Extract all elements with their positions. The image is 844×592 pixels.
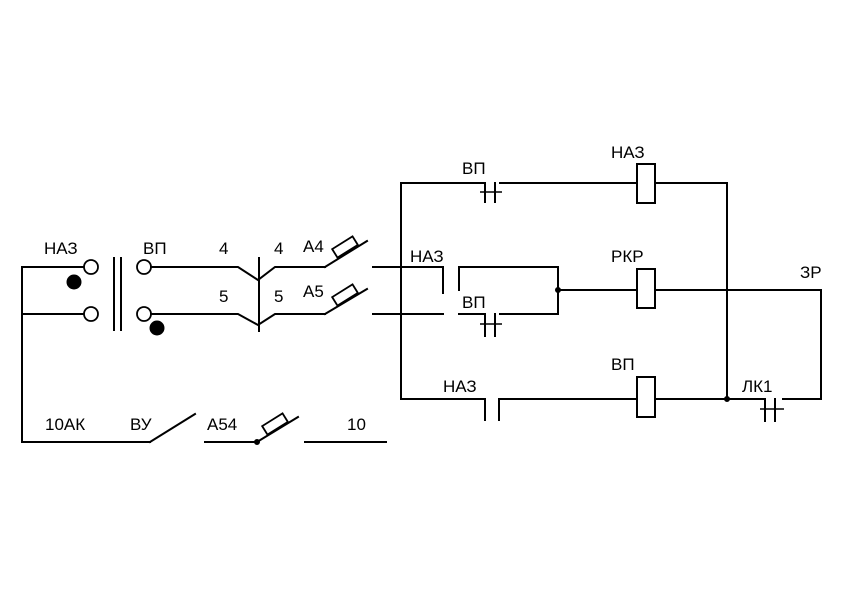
vp-indicator-dot-icon [149, 320, 165, 336]
zr-wire [654, 289, 822, 400]
wire-4 [150, 266, 326, 282]
label-zr: ЗР [800, 263, 822, 282]
label-rkr-coil: РКР [611, 247, 644, 266]
label-vp-mid-contact: ВП [462, 293, 486, 312]
label-a4: А4 [303, 237, 324, 256]
vp-lamp-top-icon [136, 259, 152, 275]
rkr-coil-icon [636, 268, 656, 309]
a5-breaker-arm [323, 287, 369, 316]
label-naz-mid-contact: НАЗ [410, 247, 444, 266]
wire-5 [150, 313, 326, 327]
a4-breaker-arm [323, 239, 369, 269]
naz-bottom-contact-right [498, 398, 638, 421]
label-ak10: 10АК [45, 415, 85, 434]
label-a54: А54 [207, 415, 237, 434]
bottom-junction-dot [724, 396, 730, 402]
a5-breaker-icon [330, 283, 360, 307]
label-a5: А5 [303, 282, 324, 301]
vp-lamp-bottom-icon [136, 306, 152, 322]
label-naz-bottom-contact: НАЗ [443, 377, 477, 396]
naz-top-coil-icon [636, 163, 656, 204]
label-vp-left: ВП [143, 239, 167, 258]
top-row-wire-return [654, 182, 728, 400]
label-wire10: 10 [347, 415, 366, 434]
naz-lamp-bottom-icon [83, 306, 99, 322]
label-wire4-left: 4 [219, 239, 228, 258]
a4-breaker-icon [330, 235, 360, 259]
vu-switch-blade [148, 412, 197, 444]
label-naz-top-coil: НАЗ [611, 143, 645, 162]
right-feed-bus [400, 182, 486, 400]
label-vp-bottom-coil: ВП [611, 355, 635, 374]
label-wire5-right: 5 [274, 287, 283, 306]
label-vu: ВУ [130, 415, 152, 434]
top-row-wire-left [400, 182, 486, 193]
label-vp-top-contact: ВП [462, 159, 486, 178]
a54-junction-dot [254, 439, 260, 445]
label-wire4-right: 4 [274, 239, 283, 258]
naz-indicator-dot-icon [66, 274, 82, 290]
label-wire5-left: 5 [219, 287, 228, 306]
left-bus-wire [21, 266, 151, 443]
label-naz-left: НАЗ [44, 239, 78, 258]
naz-lamp-top-icon [83, 259, 99, 275]
a54-breaker-icon [260, 412, 290, 436]
vp-bottom-coil-icon [636, 376, 656, 418]
label-lk1: ЛК1 [742, 377, 773, 396]
